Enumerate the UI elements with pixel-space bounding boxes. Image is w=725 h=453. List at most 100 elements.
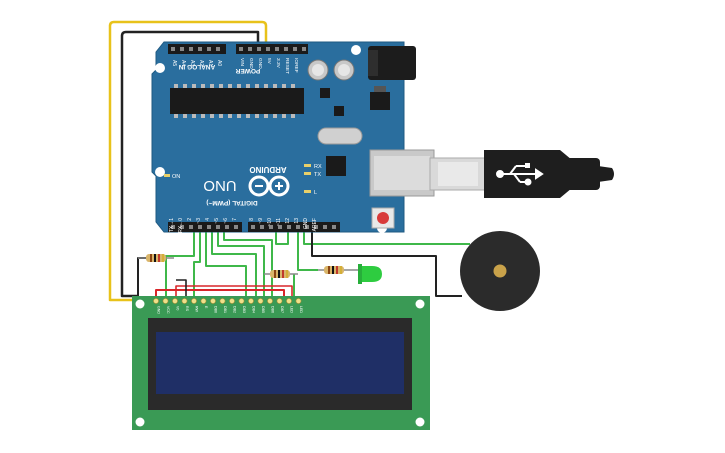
lcd-pin[interactable] (210, 298, 216, 304)
wire-red-1[interactable] (155, 289, 285, 300)
lcd-pin[interactable] (286, 298, 292, 304)
lcd-pin[interactable] (162, 298, 169, 304)
wire-black-gnd[interactable] (120, 30, 260, 298)
lcd-pin-label: RW (195, 306, 199, 313)
small-ic (320, 88, 330, 98)
lcd-pin-label: DB5 (261, 306, 265, 313)
crystal-oscillator (317, 127, 363, 145)
green-led[interactable] (358, 264, 382, 284)
wire-green-7[interactable] (275, 228, 289, 245)
wire-green-5[interactable] (217, 228, 265, 300)
lcd-pin-label: VCC (166, 306, 170, 314)
power-pin-label: 3.3V (275, 58, 281, 69)
voltage-regulator (370, 92, 390, 110)
lcd-pin-label: LED (290, 306, 294, 313)
analog-pin-label: A1 (207, 60, 213, 66)
resistor-led[interactable] (318, 266, 360, 274)
on-led-label: ON (172, 174, 180, 180)
lcd-pin[interactable] (153, 298, 159, 304)
rx-label: RX (314, 164, 322, 170)
wire-green-led[interactable] (297, 228, 318, 271)
wire-green-3[interactable] (205, 228, 247, 300)
digital-header-b[interactable] (248, 222, 340, 232)
lcd-pin-label: DB0 (214, 306, 218, 313)
digital-pin-label: 2 (187, 218, 193, 221)
arduino-brand-text: ARDUINO (249, 165, 286, 174)
atmega-chip (170, 88, 304, 114)
lcd-pin-label: E (204, 306, 208, 309)
power-pin-label: GND (257, 58, 263, 69)
wire-green-4[interactable] (211, 228, 257, 300)
resistor-lcd[interactable] (138, 254, 174, 262)
piezo-buzzer[interactable] (460, 231, 540, 311)
lcd-pin[interactable] (295, 298, 302, 304)
wire-black-lcd-gnd[interactable] (137, 257, 148, 300)
mount-hole (155, 167, 165, 177)
lcd-screen (156, 332, 404, 394)
lcd-pin-label: DB4 (252, 306, 256, 313)
lcd-pin[interactable] (191, 298, 197, 304)
tx-label: TX (314, 172, 321, 178)
resistor-backlight[interactable] (264, 270, 298, 278)
wire-green-6[interactable] (223, 228, 273, 300)
power-header-label: POWER (235, 67, 260, 74)
wire-green-buzzer[interactable] (303, 228, 470, 245)
wire-black-lcd-rw[interactable] (176, 279, 187, 300)
power-header[interactable] (236, 44, 308, 54)
led-l-label: L (314, 190, 317, 196)
usb-icon (496, 163, 544, 186)
small-ic (334, 106, 344, 116)
digital-pin-label: GND (303, 218, 309, 230)
digital-pin-label: ~5 (214, 218, 220, 224)
analog-pin-label: A4 (180, 60, 186, 66)
lcd-pin[interactable] (219, 298, 226, 304)
mount-hole (351, 45, 361, 55)
analog-pin-label: A3 (189, 60, 195, 66)
lcd-pin-label: DB7 (280, 306, 284, 313)
lcd-pin-header (153, 298, 302, 304)
lcd-pin[interactable] (181, 298, 188, 304)
lcd-pin-label: RS (185, 306, 189, 312)
mount-hole (155, 63, 165, 73)
analog-pin-label: A0 (216, 60, 222, 66)
wire-red-2[interactable] (175, 285, 293, 300)
analog-header[interactable] (168, 44, 226, 54)
wire-green-2[interactable] (193, 228, 201, 300)
wires (108, 20, 470, 302)
digital-pin-label: TX→1 (169, 218, 175, 232)
digital-header-pins (171, 225, 336, 229)
digital-pin-label: ~10 (267, 218, 273, 227)
lcd-pin[interactable] (267, 298, 273, 304)
lcd-pin[interactable] (276, 298, 283, 304)
wire-green-1[interactable] (165, 228, 195, 300)
wire-black-buzzer[interactable] (311, 228, 462, 297)
wire-yellow-5v[interactable] (108, 20, 268, 302)
digital-pin-label: 13 (294, 218, 300, 224)
digital-pin-label: AREF (312, 218, 318, 231)
lcd-pin-label: DB3 (242, 306, 246, 313)
power-pin-label: GND (248, 58, 254, 69)
usb-cable[interactable] (429, 150, 614, 198)
lcd-pin[interactable] (172, 298, 178, 304)
digital-pin-label: 12 (285, 218, 291, 224)
lcd-pin[interactable] (248, 298, 254, 304)
analog-header-label: ANALOG IN (178, 63, 215, 70)
power-pin-label: VIN (239, 58, 245, 67)
lcd-pin[interactable] (257, 298, 264, 304)
lcd-pin[interactable] (229, 298, 235, 304)
analog-pin-label: A2 (198, 60, 204, 66)
dc-power-jack[interactable] (368, 46, 416, 80)
digital-pin-label: RX←0 (178, 218, 184, 233)
lcd-pin[interactable] (238, 298, 245, 304)
lcd-pin[interactable] (200, 298, 207, 304)
digital-header-a[interactable] (168, 222, 242, 232)
uno-model-text: UNO (203, 177, 236, 194)
digital-pin-label: 4 (205, 218, 211, 221)
lcd-pin-label: DB6 (271, 306, 275, 313)
